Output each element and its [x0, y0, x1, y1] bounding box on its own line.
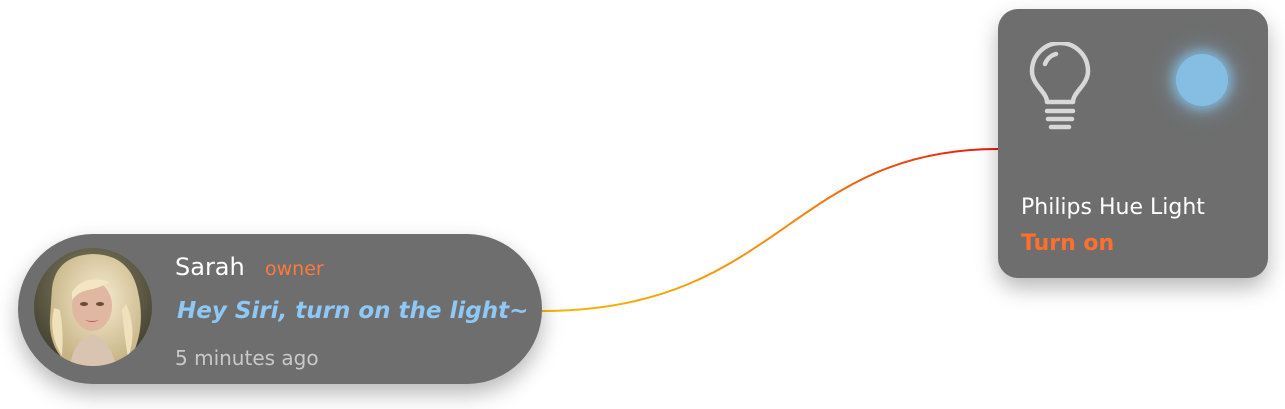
lightbulb-icon	[1029, 42, 1091, 130]
message-timestamp: 5 minutes ago	[175, 346, 319, 370]
device-card[interactable]	[998, 9, 1268, 278]
message-text: Hey Siri, turn on the light~	[177, 298, 529, 324]
light-status-indicator	[1176, 54, 1228, 106]
device-name: Philips Hue Light	[1021, 195, 1205, 220]
sender-role-badge: owner	[265, 258, 324, 280]
turn-on-action[interactable]: Turn on	[1021, 231, 1115, 256]
sender-name: Sarah	[175, 253, 245, 281]
avatar	[34, 248, 152, 366]
